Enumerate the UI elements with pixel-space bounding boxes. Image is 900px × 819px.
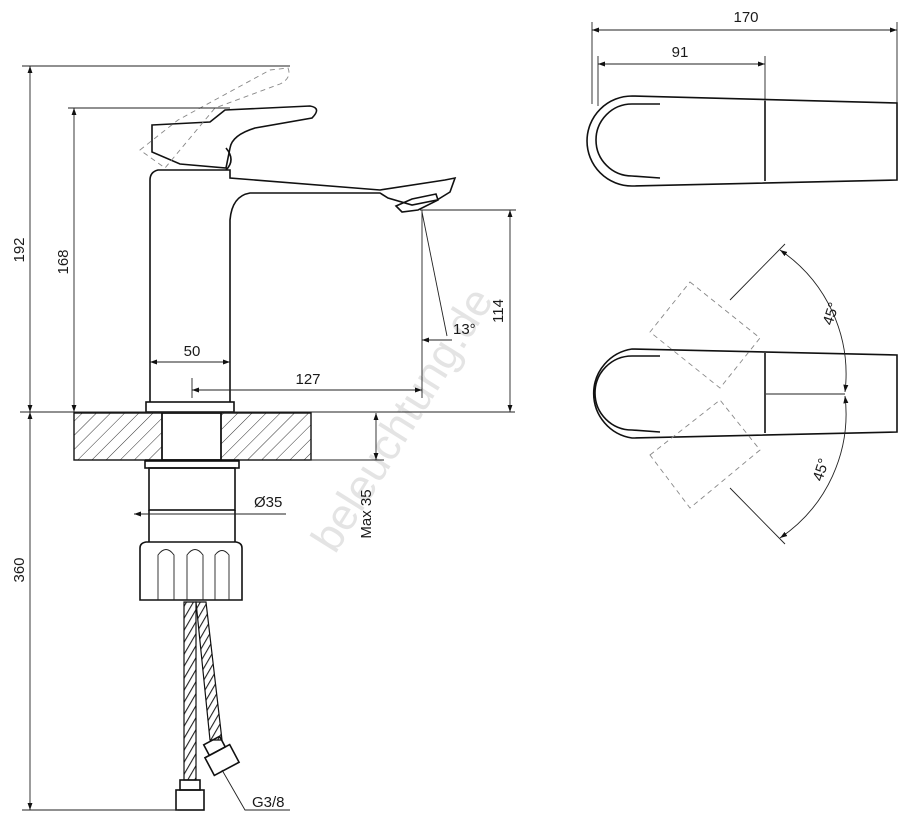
dim-total-length: 170 (733, 9, 758, 26)
dim-handle-length: 91 (672, 44, 689, 61)
dim-max-thickness: Max 35 (358, 489, 375, 538)
dim-spout-reach: 127 (295, 371, 320, 388)
hose-right (195, 601, 223, 741)
side-view: 192 168 50 127 114 13° Ø35 Max 35 360 (11, 65, 516, 811)
dim-total-height: 192 (11, 237, 28, 262)
dim-outlet-height: 114 (490, 299, 507, 323)
dim-angle-up: 45° (820, 300, 843, 327)
fitting-left (175, 789, 205, 811)
dim-angle-down: 45° (810, 456, 833, 483)
mount-sleeve (148, 467, 236, 511)
lever-raised-outline (139, 67, 290, 169)
handle-rotated-up (649, 281, 761, 389)
top-view: 170 91 (586, 9, 898, 187)
faucet-rotation-outline (592, 348, 898, 439)
lever-handle (151, 105, 318, 169)
mounting-hole (161, 412, 222, 461)
washer (144, 460, 240, 469)
hose-left (183, 601, 197, 781)
dim-body-diameter: Ø35 (254, 494, 282, 511)
handle-rotated-down (649, 399, 761, 509)
aerator (394, 193, 439, 213)
dim-spout-height: 168 (55, 249, 72, 274)
base-collar (145, 401, 235, 413)
lever-pivot (225, 147, 232, 171)
mounting-nut (139, 541, 243, 601)
dim-base-width: 50 (184, 343, 201, 360)
dim-outlet-angle: 13° (453, 321, 476, 338)
rotation-view: 45° 45° (592, 243, 898, 545)
faucet-top-outline (586, 95, 898, 187)
faucet-body (149, 169, 457, 402)
dim-below-height: 360 (11, 557, 28, 582)
dim-connection: G3/8 (252, 794, 285, 811)
fitting-right (202, 735, 241, 777)
